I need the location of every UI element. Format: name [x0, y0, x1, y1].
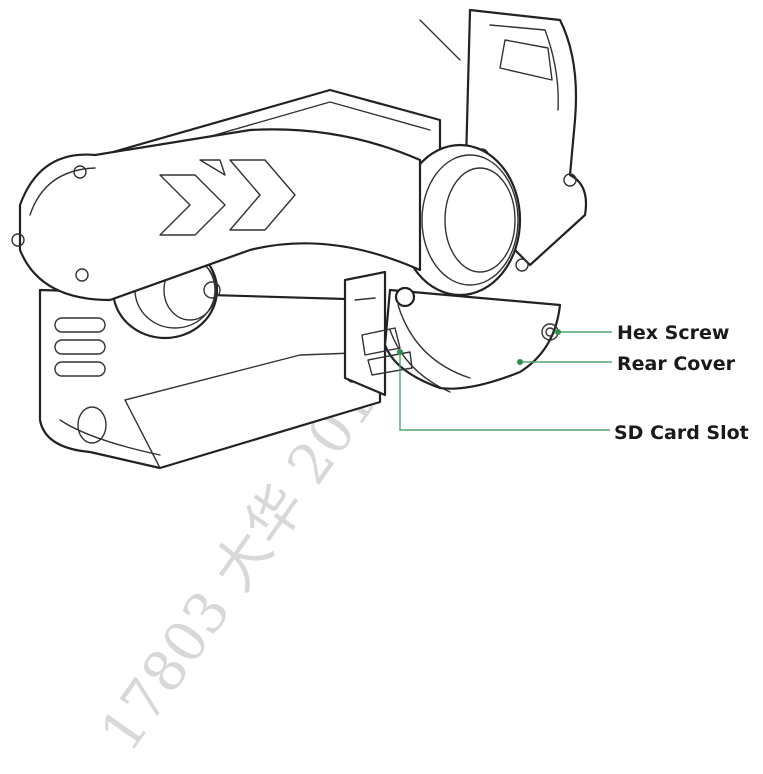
sd-card-slot-anchor: [397, 349, 403, 355]
hex-screw-label: Hex Screw: [617, 322, 729, 344]
hex-screw-anchor: [555, 329, 561, 335]
sd-card-slot-label: SD Card Slot: [614, 422, 749, 444]
rear-cover-label: Rear Cover: [617, 353, 736, 375]
gimbal-arm: [12, 10, 586, 300]
rear-cover-anchor: [517, 359, 523, 365]
